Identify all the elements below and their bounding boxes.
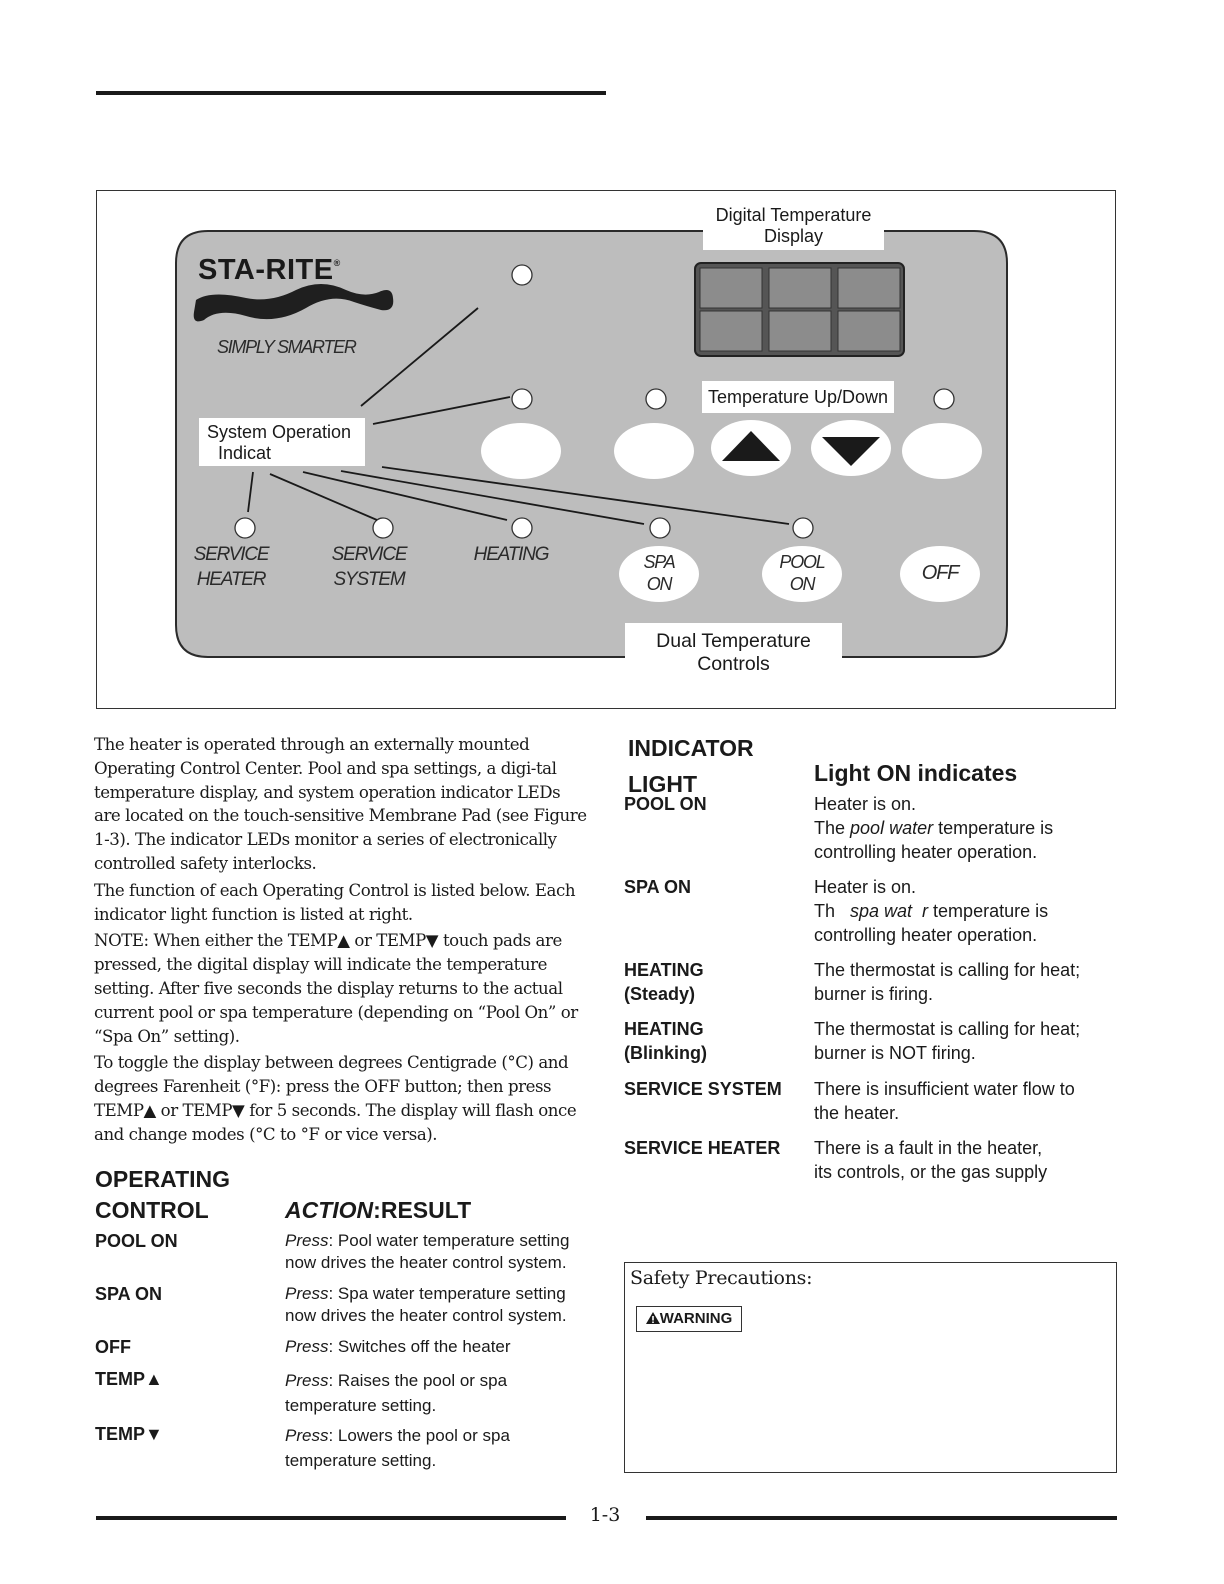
meaning-spa-on: Heater is on. Th spa wat r temperature i…	[814, 877, 1049, 945]
header-rule	[96, 91, 606, 95]
footer-rule-right	[646, 1516, 1117, 1520]
intro-text: The heater is operated through an extern…	[94, 733, 588, 1150]
safety-title: Safety Precautions:	[630, 1267, 813, 1289]
arrow-down-icon	[822, 437, 880, 466]
led-mid-center	[645, 388, 667, 410]
brand-logo: STA-RITE®	[198, 254, 341, 287]
light-spa-on: SPA ON	[624, 877, 692, 897]
callout-temp-updown: Temperature Up/Down	[702, 381, 894, 413]
warning-triangle-icon	[645, 1312, 660, 1324]
control-panel-illustration	[175, 230, 1008, 658]
label-off: OFF	[921, 562, 960, 584]
control-off: OFF	[95, 1337, 131, 1357]
led-mid-right	[933, 388, 955, 410]
brand-name: STA-RITE	[198, 254, 334, 286]
warning-label: WARNING	[636, 1306, 742, 1332]
light-service-heater: SERVICE HEATER	[624, 1138, 781, 1158]
result-off: Press: Switches off the heater	[285, 1337, 511, 1356]
led-mid-left	[511, 388, 533, 410]
meaning-service-heater: There is a fault in the heater, its cont…	[814, 1138, 1048, 1182]
intro-paragraph-3: NOTE: When either the TEMP▲ or TEMP▼ tou…	[94, 931, 578, 1046]
indicator-light-header: INDICATOR LIGHT	[628, 735, 754, 797]
light-service-system: SERVICE SYSTEM	[624, 1079, 782, 1099]
pool-water-term: pool water	[850, 818, 934, 838]
callout-digital-display: Digital Temperature Display	[703, 205, 884, 250]
leader-lines	[247, 307, 790, 525]
label-heating: HEATING	[473, 544, 550, 565]
light-heating-steady: HEATING (Steady)	[624, 960, 704, 1004]
action-result-header: ACTION:RESULT	[285, 1197, 472, 1223]
led-service-system	[372, 517, 394, 539]
control-pool-on: POOL ON	[95, 1231, 178, 1251]
button-blank-2	[614, 423, 694, 479]
registered-mark: ®	[333, 258, 341, 268]
result-temp-down: Press: Lowers the pool or spa temperatur…	[285, 1426, 510, 1470]
control-temp-up: TEMP▲	[95, 1369, 163, 1389]
label-service-system: SERVICE SYSTEM	[331, 544, 408, 590]
sta-rite-logo-swoosh	[193, 284, 394, 322]
control-spa-on: SPA ON	[95, 1284, 163, 1304]
arrow-up-icon	[722, 431, 780, 461]
page-number: 1-3	[589, 1504, 621, 1526]
result-temp-up: Press: Raises the pool or spa temperatur…	[285, 1371, 508, 1415]
callout-system-indicators: System Operation Indicat	[199, 418, 365, 466]
operating-control-header: OPERATING CONTROL	[95, 1166, 231, 1223]
label-service-heater: SERVICE HEATER	[193, 544, 270, 590]
safety-precautions-box: Safety Precautions: WARNING	[624, 1262, 1117, 1473]
button-blank-1	[481, 423, 561, 479]
intro-paragraph-2: The function of each Operating Control i…	[94, 880, 576, 924]
result-spa-on: Press: Spa water temperature setting now…	[285, 1284, 567, 1325]
meaning-pool-on: Heater is on. The pool water temperature…	[814, 794, 1054, 862]
button-blank-3	[902, 423, 982, 479]
intro-paragraph-1: The heater is operated through an extern…	[94, 735, 587, 873]
light-heating-blinking: HEATING (Blinking)	[624, 1019, 707, 1063]
light-on-indicates-header: Light ON indicates	[814, 760, 1018, 786]
intro-paragraph-4: To toggle the display between degrees Ce…	[94, 1053, 577, 1144]
spa-water-term: spa wat r	[850, 901, 929, 921]
result-pool-on: Press: Pool water temperature setting no…	[285, 1231, 570, 1272]
pool-on-button	[762, 546, 842, 602]
led-spa-on	[649, 517, 671, 539]
label-pool-on: POOL ON	[779, 552, 825, 594]
digital-temperature-display	[694, 262, 905, 357]
label-spa-on: SPA ON	[643, 552, 675, 594]
led-top	[511, 264, 533, 286]
led-pool-on	[792, 517, 814, 539]
led-service-heater	[234, 517, 256, 539]
footer-rule-left	[96, 1516, 566, 1520]
spa-on-button	[619, 546, 699, 602]
control-temp-down: TEMP▼	[95, 1424, 163, 1444]
meaning-heating-blinking: The thermostat is calling for heat; burn…	[814, 1019, 1081, 1063]
brand-tagline: SIMPLY SMARTER	[217, 337, 357, 357]
light-pool-on: POOL ON	[624, 794, 707, 814]
off-button	[900, 546, 980, 602]
control-panel-figure	[96, 190, 1116, 709]
callout-dual-controls: Dual Temperature Controls	[625, 623, 842, 679]
meaning-heating-steady: The thermostat is calling for heat; burn…	[814, 960, 1081, 1004]
led-heating	[511, 517, 533, 539]
meaning-service-system: There is insufficient water flow to the …	[814, 1079, 1075, 1123]
